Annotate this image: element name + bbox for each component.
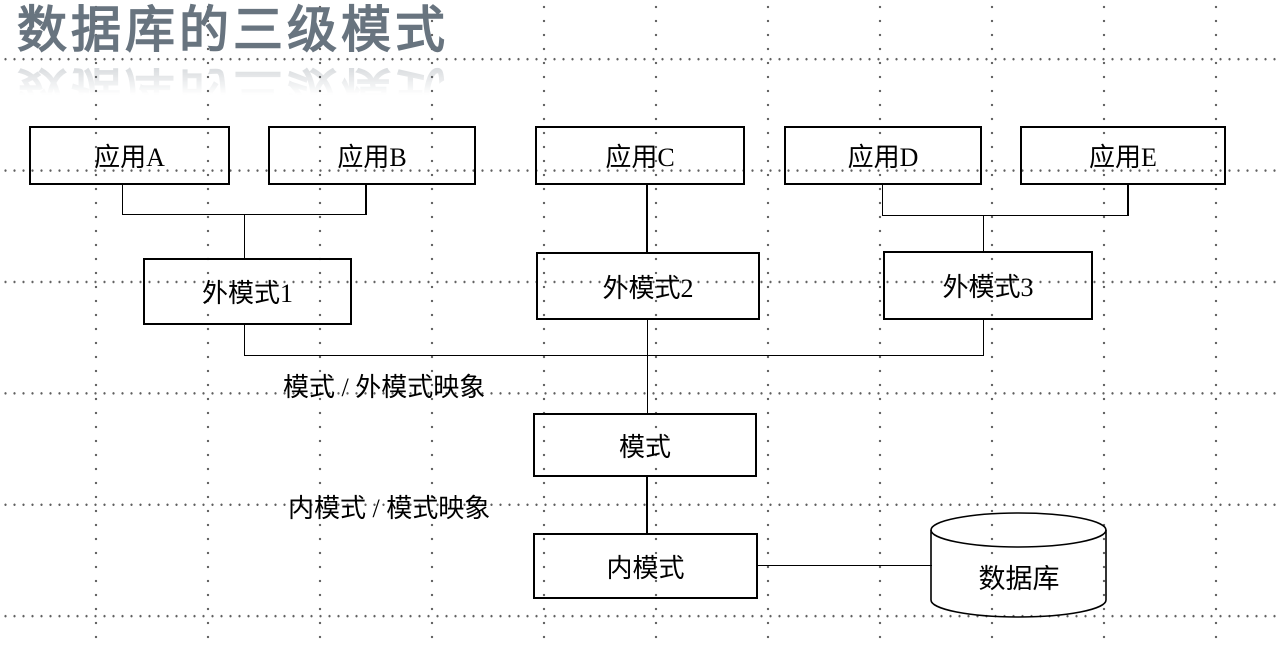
database-label: 数据库 <box>930 560 1108 594</box>
mapping-label-schema-external: 模式 / 外模式映象 <box>283 373 486 402</box>
connector-de-to-ext3 <box>982 215 985 251</box>
schema-label: 模式 <box>618 432 671 462</box>
connector-mapping-bus <box>243 354 984 357</box>
app-a-label: 应用A <box>94 143 165 172</box>
external-schema-2-label: 外模式2 <box>602 273 694 303</box>
app-c-label: 应用C <box>605 143 675 172</box>
connector-app-d-drop <box>881 185 884 215</box>
database-label-text: 数据库 <box>978 563 1060 594</box>
slide-title-reflection: 数据库的三级模式 <box>17 62 449 118</box>
external-schema-2-box: 外模式2 <box>536 252 760 320</box>
connector-ext2-to-schema <box>646 320 649 413</box>
connector-de-horizontal <box>881 214 1129 217</box>
connector-internal-to-database <box>758 564 932 567</box>
app-e-box: 应用E <box>1020 126 1226 185</box>
app-d-label: 应用D <box>847 143 919 172</box>
connector-ext1-drop <box>243 325 246 355</box>
app-a-box: 应用A <box>29 126 230 185</box>
connector-ext3-drop <box>982 320 985 355</box>
connector-app-c-to-ext2 <box>646 185 648 252</box>
app-b-label: 应用B <box>337 143 407 172</box>
connector-app-e-drop <box>1127 185 1129 215</box>
app-b-box: 应用B <box>268 126 476 185</box>
slide-title: 数据库的三级模式 <box>17 2 449 58</box>
app-e-label: 应用E <box>1089 143 1157 172</box>
connector-app-a-drop <box>121 185 124 214</box>
connector-ab-to-ext1 <box>243 214 246 258</box>
app-d-box: 应用D <box>784 126 982 185</box>
external-schema-1-box: 外模式1 <box>143 258 352 325</box>
external-schema-3-box: 外模式3 <box>883 251 1093 320</box>
external-schema-3-label: 外模式3 <box>942 273 1034 302</box>
internal-schema-box: 内模式 <box>533 533 758 599</box>
schema-box: 模式 <box>533 413 757 477</box>
external-schema-1-label: 外模式1 <box>201 279 293 308</box>
mapping-label-internal-schema: 内模式 / 模式映象 <box>288 494 491 523</box>
connector-app-b-drop <box>365 185 367 214</box>
connector-schema-to-internal <box>646 477 648 533</box>
database-cylinder-icon <box>930 512 1107 618</box>
app-c-box: 应用C <box>535 126 745 185</box>
internal-schema-label: 内模式 <box>606 553 685 583</box>
